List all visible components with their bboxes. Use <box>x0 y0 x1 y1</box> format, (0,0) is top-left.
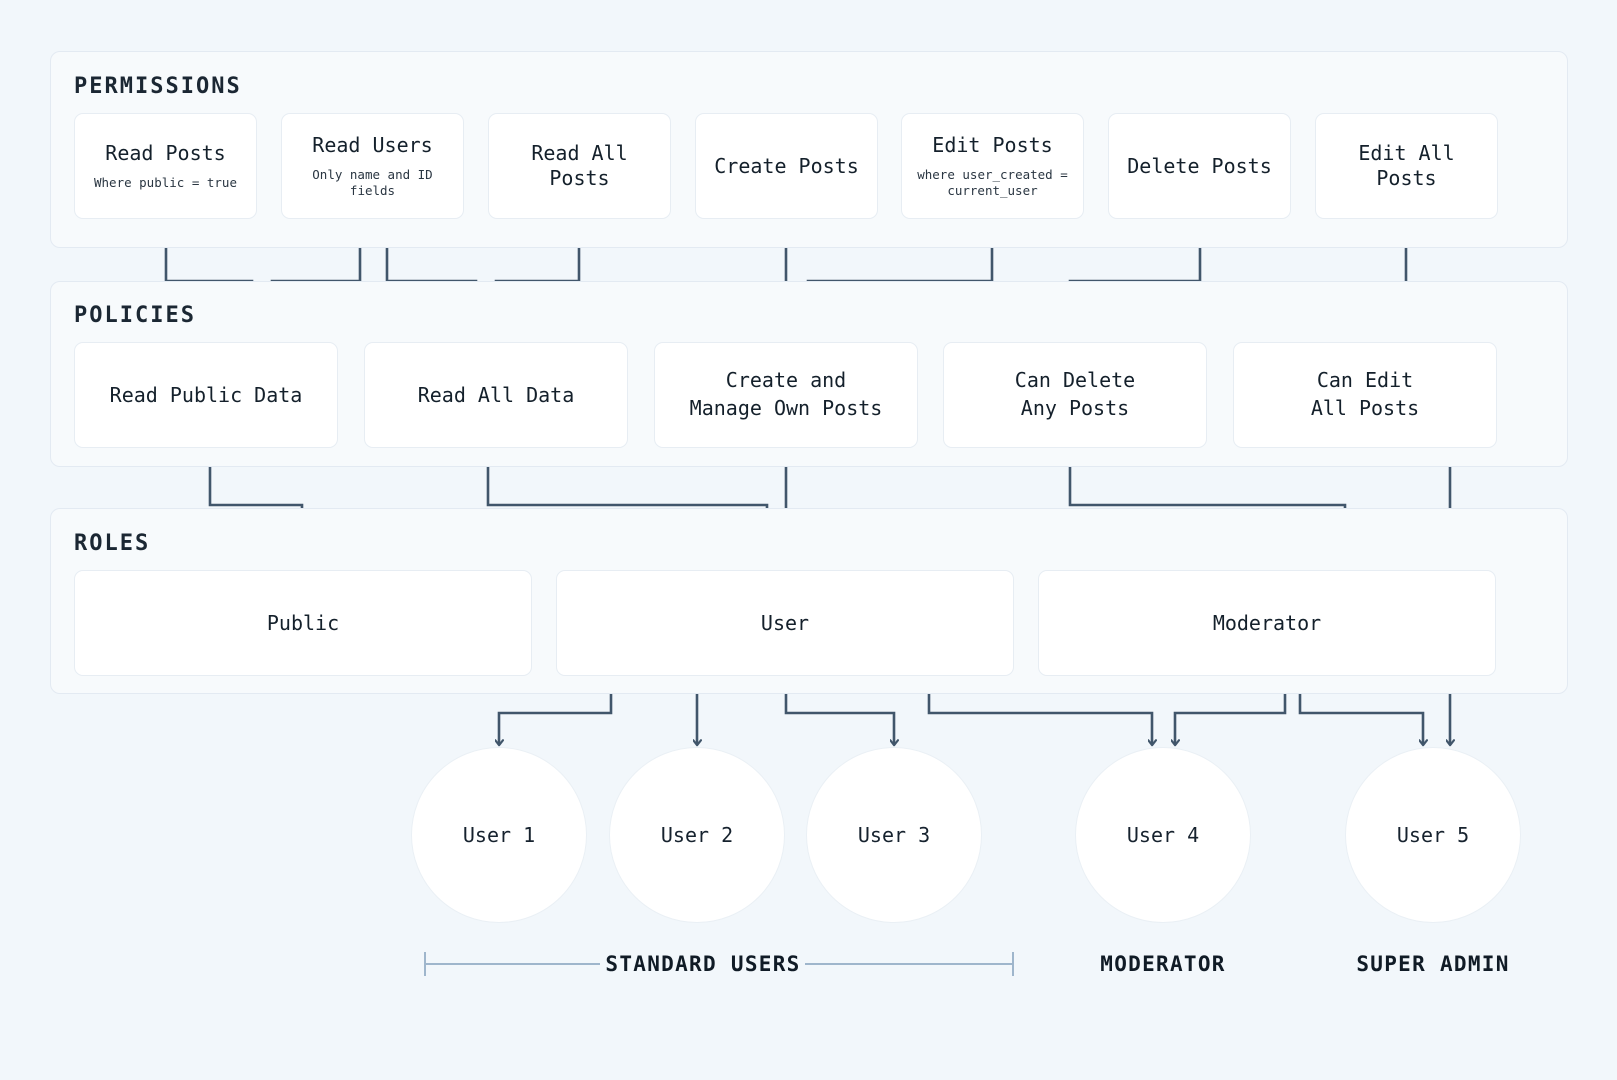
permission-subtitle: where user_created = current_user <box>917 166 1068 198</box>
permission-card-create-posts[interactable]: Create Posts <box>695 113 878 219</box>
policy-card-read-public-data[interactable]: Read Public Data <box>74 342 338 448</box>
permission-title: Read All Posts <box>531 141 628 190</box>
policy-title: Can Delete Any Posts <box>1014 368 1136 420</box>
permissions-section-title: PERMISSIONS <box>74 74 242 99</box>
permission-card-edit-posts[interactable]: Edit Posts where user_created = current_… <box>901 113 1084 219</box>
permission-card-read-users[interactable]: Read Users Only name and ID fields <box>281 113 464 219</box>
permission-card-delete-posts[interactable]: Delete Posts <box>1108 113 1291 219</box>
group-label-moderator: MODERATOR <box>1100 952 1226 976</box>
user-label: User 4 <box>1126 823 1200 847</box>
user-label: User 5 <box>1396 823 1470 847</box>
role-card-moderator[interactable]: Moderator <box>1038 570 1496 676</box>
policy-title: Can Edit All Posts <box>1310 368 1420 420</box>
permission-title: Read Posts <box>105 140 226 165</box>
permission-card-edit-all-posts[interactable]: Edit All Posts <box>1315 113 1498 219</box>
permission-card-read-posts[interactable]: Read Posts Where public = true <box>74 113 257 219</box>
user-node-4[interactable]: User 4 <box>1075 747 1251 923</box>
group-label-standard-users: STANDARD USERS <box>605 952 801 976</box>
policy-card-can-edit-all-posts[interactable]: Can Edit All Posts <box>1233 342 1497 448</box>
policy-title: Read Public Data <box>109 382 303 407</box>
user-node-5[interactable]: User 5 <box>1345 747 1521 923</box>
policy-title: Create and Manage Own Posts <box>689 368 883 420</box>
role-title: Public <box>266 610 340 635</box>
user-label: User 2 <box>660 823 734 847</box>
role-card-public[interactable]: Public <box>74 570 532 676</box>
permission-title: Create Posts <box>714 153 859 178</box>
policy-card-read-all-data[interactable]: Read All Data <box>364 342 628 448</box>
roles-section-title: ROLES <box>74 531 151 556</box>
policy-title: Read All Data <box>417 382 575 407</box>
permission-title: Edit All Posts <box>1358 141 1455 190</box>
permission-title: Read Users <box>312 132 433 157</box>
role-card-user[interactable]: User <box>556 570 1014 676</box>
user-node-2[interactable]: User 2 <box>609 747 785 923</box>
role-title: User <box>760 610 810 635</box>
user-node-3[interactable]: User 3 <box>806 747 982 923</box>
permission-subtitle: Only name and ID fields <box>312 166 433 198</box>
user-label: User 3 <box>857 823 931 847</box>
policies-section-title: POLICIES <box>74 303 196 328</box>
user-label: User 1 <box>462 823 536 847</box>
user-node-1[interactable]: User 1 <box>411 747 587 923</box>
policy-card-can-delete-any-posts[interactable]: Can Delete Any Posts <box>943 342 1207 448</box>
role-title: Moderator <box>1212 610 1322 635</box>
permission-title: Edit Posts <box>932 132 1053 157</box>
permission-title: Delete Posts <box>1127 153 1272 178</box>
permission-subtitle: Where public = true <box>94 174 237 190</box>
permission-card-read-all-posts[interactable]: Read All Posts <box>488 113 671 219</box>
group-label-super-admin: SUPER ADMIN <box>1356 952 1510 976</box>
policy-card-create-manage-own-posts[interactable]: Create and Manage Own Posts <box>654 342 918 448</box>
